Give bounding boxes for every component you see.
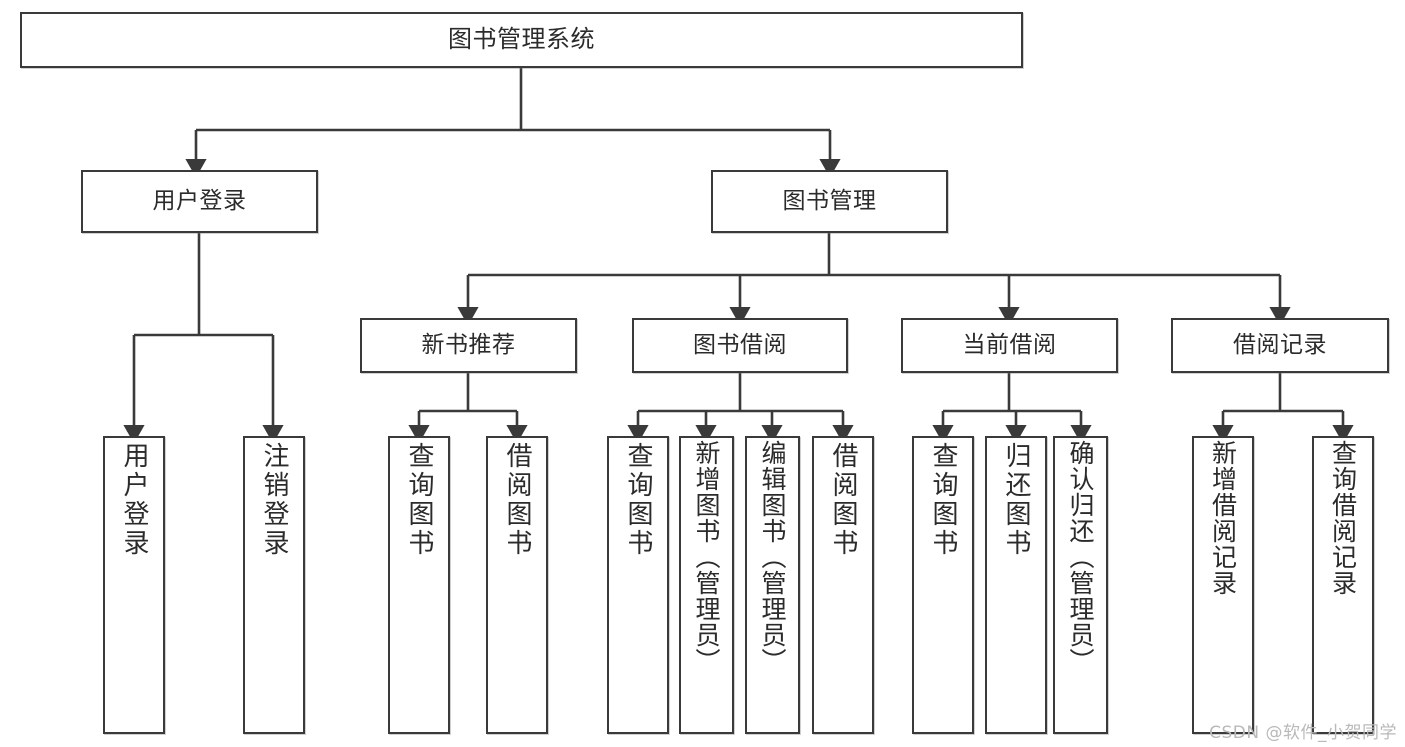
node-book-management-label: 图书管理: [782, 188, 877, 215]
leaf-borrow-books-borrow[interactable]: 借阅图书: [812, 436, 874, 734]
leaf-query-books-newbooks-label: 查询图书: [404, 442, 434, 558]
leaf-confirm-return-admin-label: 确认归还（管理员）: [1066, 440, 1095, 674]
watermark: CSDN @软件_小贺同学: [1209, 723, 1397, 743]
node-new-book-recommend[interactable]: 新书推荐: [360, 318, 577, 373]
leaf-query-borrow-record-label: 查询借阅记录: [1328, 440, 1358, 596]
node-user-login-label: 用户登录: [152, 188, 247, 215]
leaf-borrow-books-borrow-label: 借阅图书: [828, 442, 858, 558]
node-root-label: 图书管理系统: [448, 25, 595, 54]
leaf-borrow-books-newbooks-label: 借阅图书: [502, 442, 532, 558]
leaf-query-books-current[interactable]: 查询图书: [912, 436, 974, 734]
leaf-query-books-borrow[interactable]: 查询图书: [607, 436, 669, 734]
leaf-add-book-admin[interactable]: 新增图书（管理员）: [679, 436, 734, 734]
leaf-borrow-books-newbooks[interactable]: 借阅图书: [486, 436, 548, 734]
leaf-query-borrow-record[interactable]: 查询借阅记录: [1312, 436, 1374, 734]
leaf-add-borrow-record-label: 新增借阅记录: [1208, 440, 1238, 596]
leaf-query-books-borrow-label: 查询图书: [623, 442, 653, 558]
leaf-logout-label: 注销登录: [259, 442, 289, 558]
node-current-borrow-label: 当前借阅: [962, 332, 1057, 359]
leaf-user-login[interactable]: 用户登录: [103, 436, 165, 734]
node-user-login[interactable]: 用户登录: [81, 170, 318, 233]
leaf-confirm-return-admin[interactable]: 确认归还（管理员）: [1053, 436, 1108, 734]
leaf-logout[interactable]: 注销登录: [243, 436, 305, 734]
leaf-query-books-newbooks[interactable]: 查询图书: [388, 436, 450, 734]
leaf-add-book-admin-label: 新增图书（管理员）: [692, 440, 721, 674]
node-borrow-records[interactable]: 借阅记录: [1171, 318, 1389, 373]
leaf-return-books[interactable]: 归还图书: [985, 436, 1047, 734]
node-root[interactable]: 图书管理系统: [20, 12, 1023, 68]
node-current-borrow[interactable]: 当前借阅: [901, 318, 1118, 373]
node-book-management[interactable]: 图书管理: [711, 170, 948, 233]
node-borrow-records-label: 借阅记录: [1233, 332, 1327, 359]
node-book-borrow-label: 图书借阅: [693, 332, 787, 359]
leaf-edit-book-admin[interactable]: 编辑图书（管理员）: [745, 436, 800, 734]
leaf-add-borrow-record[interactable]: 新增借阅记录: [1192, 436, 1254, 734]
leaf-user-login-label: 用户登录: [119, 442, 149, 558]
node-new-book-recommend-label: 新书推荐: [421, 332, 516, 359]
node-book-borrow[interactable]: 图书借阅: [632, 318, 848, 373]
leaf-return-books-label: 归还图书: [1001, 442, 1031, 558]
leaf-query-books-current-label: 查询图书: [928, 442, 958, 558]
leaf-edit-book-admin-label: 编辑图书（管理员）: [758, 440, 787, 674]
